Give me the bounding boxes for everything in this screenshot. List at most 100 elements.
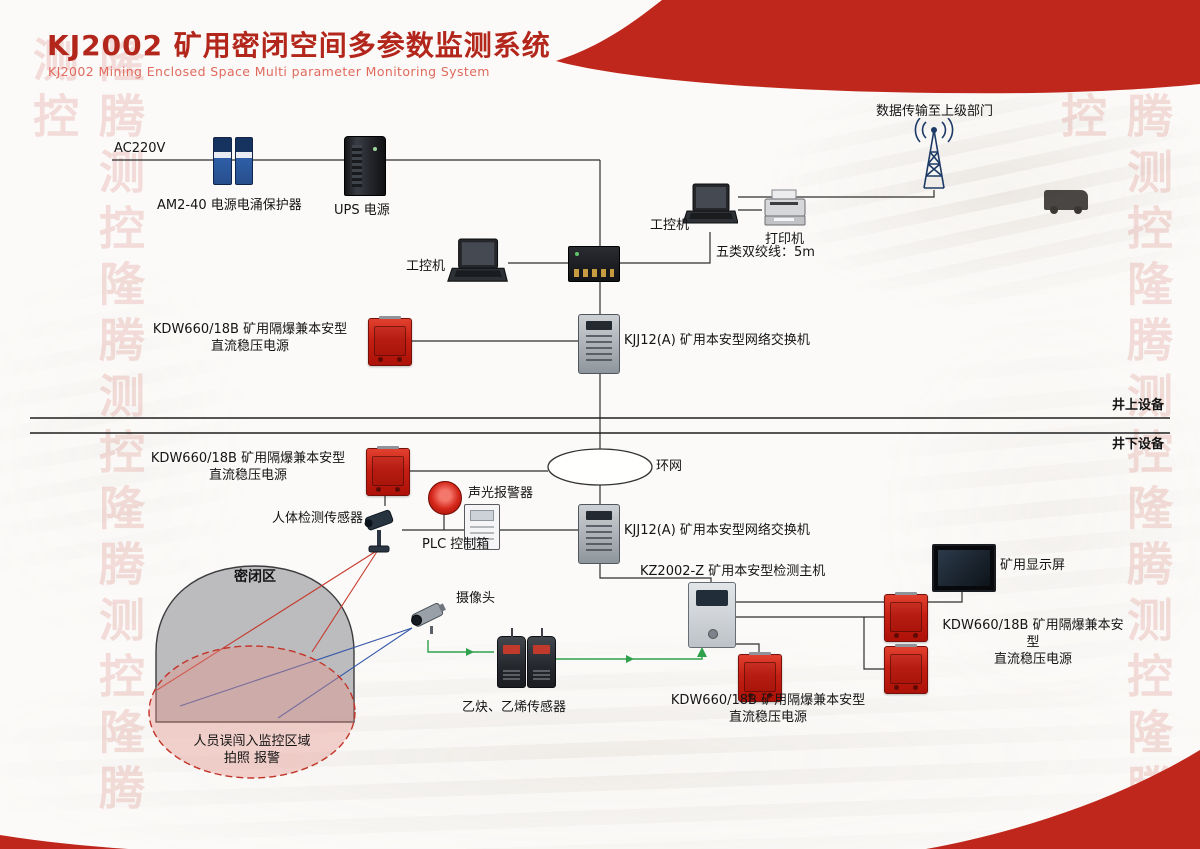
kdw-terminal (748, 693, 753, 698)
kdw-terminal (913, 633, 918, 638)
kdw-panel (890, 654, 922, 684)
human-detection-sensor-device (364, 509, 394, 553)
label-kdw-power-bottom: KDW660/18B 矿用隔爆兼本安型 直流稳压电源 (668, 692, 868, 726)
label-gas-sensors: 乙炔、乙烯传感器 (462, 700, 567, 715)
laptop-icon (447, 238, 508, 282)
label-kdw-power-top: KDW660/18B 矿用隔爆兼本安型 直流稳压电源 (150, 321, 350, 355)
media-converter-device (568, 246, 620, 282)
mount-ear (749, 652, 771, 655)
label-kdw-line1: KDW660/18B 矿用隔爆兼本安型 (942, 618, 1124, 650)
label-cat5-cable: 五类双绞线：5m (716, 245, 815, 260)
kdw-power-supply-device (738, 652, 782, 702)
label-kdw-line1: KDW660/18B 矿用隔爆兼本安型 (670, 693, 866, 708)
label-kdw-line1: KDW660/18B 矿用隔爆兼本安型 (150, 451, 346, 466)
corner-sliver (0, 835, 128, 849)
label-power-input: AC220V (114, 141, 166, 156)
laptop-icon (682, 183, 738, 224)
label-above-ground: 井上设备 (1112, 398, 1165, 413)
corner-ribbon (926, 750, 1200, 849)
kdw-terminal (913, 685, 918, 690)
switch-vents (586, 335, 612, 365)
converter-led (575, 252, 579, 256)
header-ribbon (556, 0, 1200, 94)
ups-led (373, 147, 377, 151)
kdw-panel (890, 602, 922, 632)
surge-protector-device (213, 137, 253, 185)
kdw-terminal (767, 693, 772, 698)
network-switch-device (578, 504, 620, 564)
plc-control-box-device (464, 504, 500, 550)
enclosed-zone-dome (155, 565, 355, 723)
label-kdw-line2: 直流稳压电源 (210, 339, 289, 354)
label-intrusion-line2: 拍照 报警 (223, 751, 281, 766)
kdw-terminal (894, 685, 899, 690)
watermark-right: 隆腾测控隆腾测控隆腾测控隆腾测控 (1054, 36, 1174, 820)
gas-flow-lines (427, 640, 707, 663)
host-screen (696, 590, 728, 606)
sensor-display (503, 645, 520, 654)
plc-rows (470, 526, 494, 544)
host-button (708, 629, 718, 639)
plc-screen (470, 510, 494, 521)
label-ring-network: 环网 (656, 459, 683, 474)
label-printer: 打印机 (765, 232, 805, 247)
kdw-power-supply-device (366, 446, 410, 496)
kdw-panel (744, 662, 776, 692)
label-camera: 摄像头 (456, 591, 496, 606)
camera-device (411, 602, 446, 634)
sensor-grill (503, 670, 520, 682)
label-sound-light-alarm: 声光报警器 (468, 486, 534, 501)
ups-device (344, 136, 386, 196)
label-uplink: 数据传输至上级部门 (876, 104, 994, 119)
label-intrusion-line1: 人员误闯入监控区域 (193, 734, 311, 749)
label-kdw-line2: 直流稳压电源 (208, 468, 287, 483)
quarry-background-patch (760, 60, 1200, 320)
label-kdw-line2: 直流稳压电源 (728, 710, 807, 725)
mount-ear (895, 592, 917, 595)
label-below-ground: 井下设备 (1112, 437, 1165, 452)
label-human-sensor: 人体检测传感器 (272, 511, 364, 526)
sensor-hook (510, 628, 513, 637)
watermark-left: 隆腾测控隆腾测控隆腾测控隆腾测控 (26, 36, 146, 820)
truck-silhouette (1044, 190, 1088, 214)
mount-ear (377, 446, 399, 449)
label-ups: UPS 电源 (334, 203, 390, 218)
label-kdw-power-right: KDW660/18B 矿用隔爆兼本安型 直流稳压电源 (938, 617, 1128, 668)
kdw-terminal (894, 633, 899, 638)
label-detection-host: KZ2002-Z 矿用本安型检测主机 (640, 564, 826, 579)
switch-vents (586, 525, 612, 555)
mount-ear (379, 316, 401, 319)
sound-light-alarm-device (428, 481, 462, 515)
ups-vents (352, 145, 362, 187)
label-intrusion-zone: 人员误闯入监控区域 拍照 报警 (167, 733, 337, 767)
label-kdw-power-mid: KDW660/18B 矿用隔爆兼本安型 直流稳压电源 (148, 450, 348, 484)
network-switch-device (578, 314, 620, 374)
kdw-power-supply-device (368, 316, 412, 366)
label-industrial-pc: 工控机 (406, 259, 446, 274)
page-subtitle: KJ2002 Mining Enclosed Space Multi param… (48, 64, 490, 79)
display-glass (938, 550, 990, 586)
printer-icon (764, 189, 806, 226)
sensor-grill (533, 670, 550, 682)
surge-module (213, 137, 232, 185)
mount-ear (895, 644, 917, 647)
label-network-switch: KJJ12(A) 矿用本安型网络交换机 (624, 523, 810, 538)
connection-lines (112, 159, 963, 670)
mine-display-device (932, 544, 996, 592)
switch-screen (586, 321, 612, 330)
ring-network-ellipse (547, 448, 653, 486)
label-mine-display: 矿用显示屏 (1000, 558, 1066, 573)
kdw-terminal (376, 487, 381, 492)
label-plc-box: PLC 控制箱 (422, 537, 490, 552)
kdw-panel (372, 456, 404, 486)
label-network-switch: KJJ12(A) 矿用本安型网络交换机 (624, 333, 810, 348)
label-industrial-pc: 工控机 (650, 218, 690, 233)
sensor-display (533, 645, 550, 654)
kdw-power-supply-device (884, 592, 928, 642)
detection-host-device (688, 582, 736, 648)
gas-sensor-device (497, 628, 526, 688)
sensor-hook (540, 628, 543, 637)
kdw-terminal (395, 487, 400, 492)
page-title: KJ2002 矿用密闭空间多参数监测系统 (47, 29, 551, 62)
